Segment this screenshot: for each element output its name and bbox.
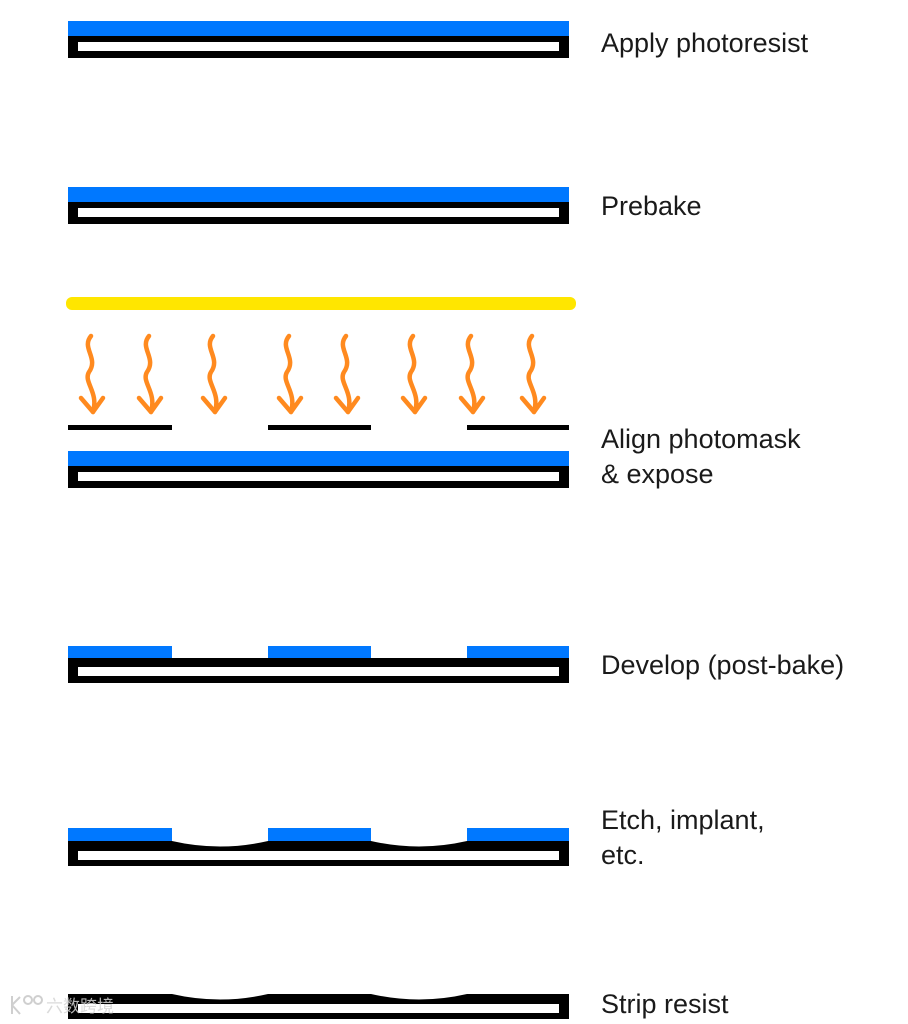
- step-develop-drawing: [68, 646, 569, 683]
- step-etch-drawing: [68, 828, 569, 866]
- label-prebake: Prebake: [601, 191, 702, 221]
- label-etch-implant: Etch, implant,: [601, 805, 765, 835]
- step-align-expose-drawing: [66, 297, 576, 488]
- wafer-inner: [78, 851, 559, 860]
- photoresist-layer: [68, 187, 569, 202]
- step-apply-photoresist-drawing: [68, 21, 569, 58]
- light-ray: [136, 333, 164, 415]
- wafer-inner: [78, 42, 559, 51]
- k-logo-icon: [11, 995, 43, 1015]
- light-ray: [276, 333, 304, 415]
- wafer-inner: [78, 208, 559, 217]
- step-strip-resist-drawing: [68, 994, 569, 1019]
- light-ray: [333, 333, 361, 415]
- watermark-text: 六数跨境: [46, 997, 114, 1017]
- mask-segment: [68, 425, 172, 430]
- photomask: [68, 425, 569, 430]
- label-apply-photoresist: Apply photoresist: [601, 28, 809, 58]
- label-align-photomask: Align photomask: [601, 424, 801, 454]
- photoresist-block: [268, 646, 371, 661]
- light-ray: [200, 333, 228, 415]
- light-ray: [458, 333, 486, 415]
- watermark-logo: 六数跨境: [11, 995, 114, 1017]
- photoresist-block: [268, 828, 371, 843]
- photoresist-block: [467, 828, 569, 843]
- light-ray: [400, 333, 428, 415]
- photoresist-layer: [68, 21, 569, 36]
- photoresist-block: [467, 646, 569, 661]
- mask-segment: [268, 425, 371, 430]
- label-strip-resist: Strip resist: [601, 989, 729, 1019]
- photoresist-layer: [68, 451, 569, 466]
- light-ray: [519, 333, 547, 415]
- photoresist-block: [68, 646, 172, 661]
- wafer-inner: [78, 472, 559, 481]
- label-expose: & expose: [601, 459, 714, 489]
- photoresist-block: [68, 828, 172, 843]
- step-prebake-drawing: [68, 187, 569, 224]
- wafer-inner: [78, 1004, 559, 1013]
- mask-segment: [467, 425, 569, 430]
- uv-light-rays: [78, 333, 547, 415]
- label-develop: Develop (post-bake): [601, 650, 845, 680]
- label-etc: etc.: [601, 840, 645, 870]
- light-source: [66, 297, 576, 310]
- light-ray: [78, 333, 106, 415]
- wafer-inner: [78, 667, 559, 676]
